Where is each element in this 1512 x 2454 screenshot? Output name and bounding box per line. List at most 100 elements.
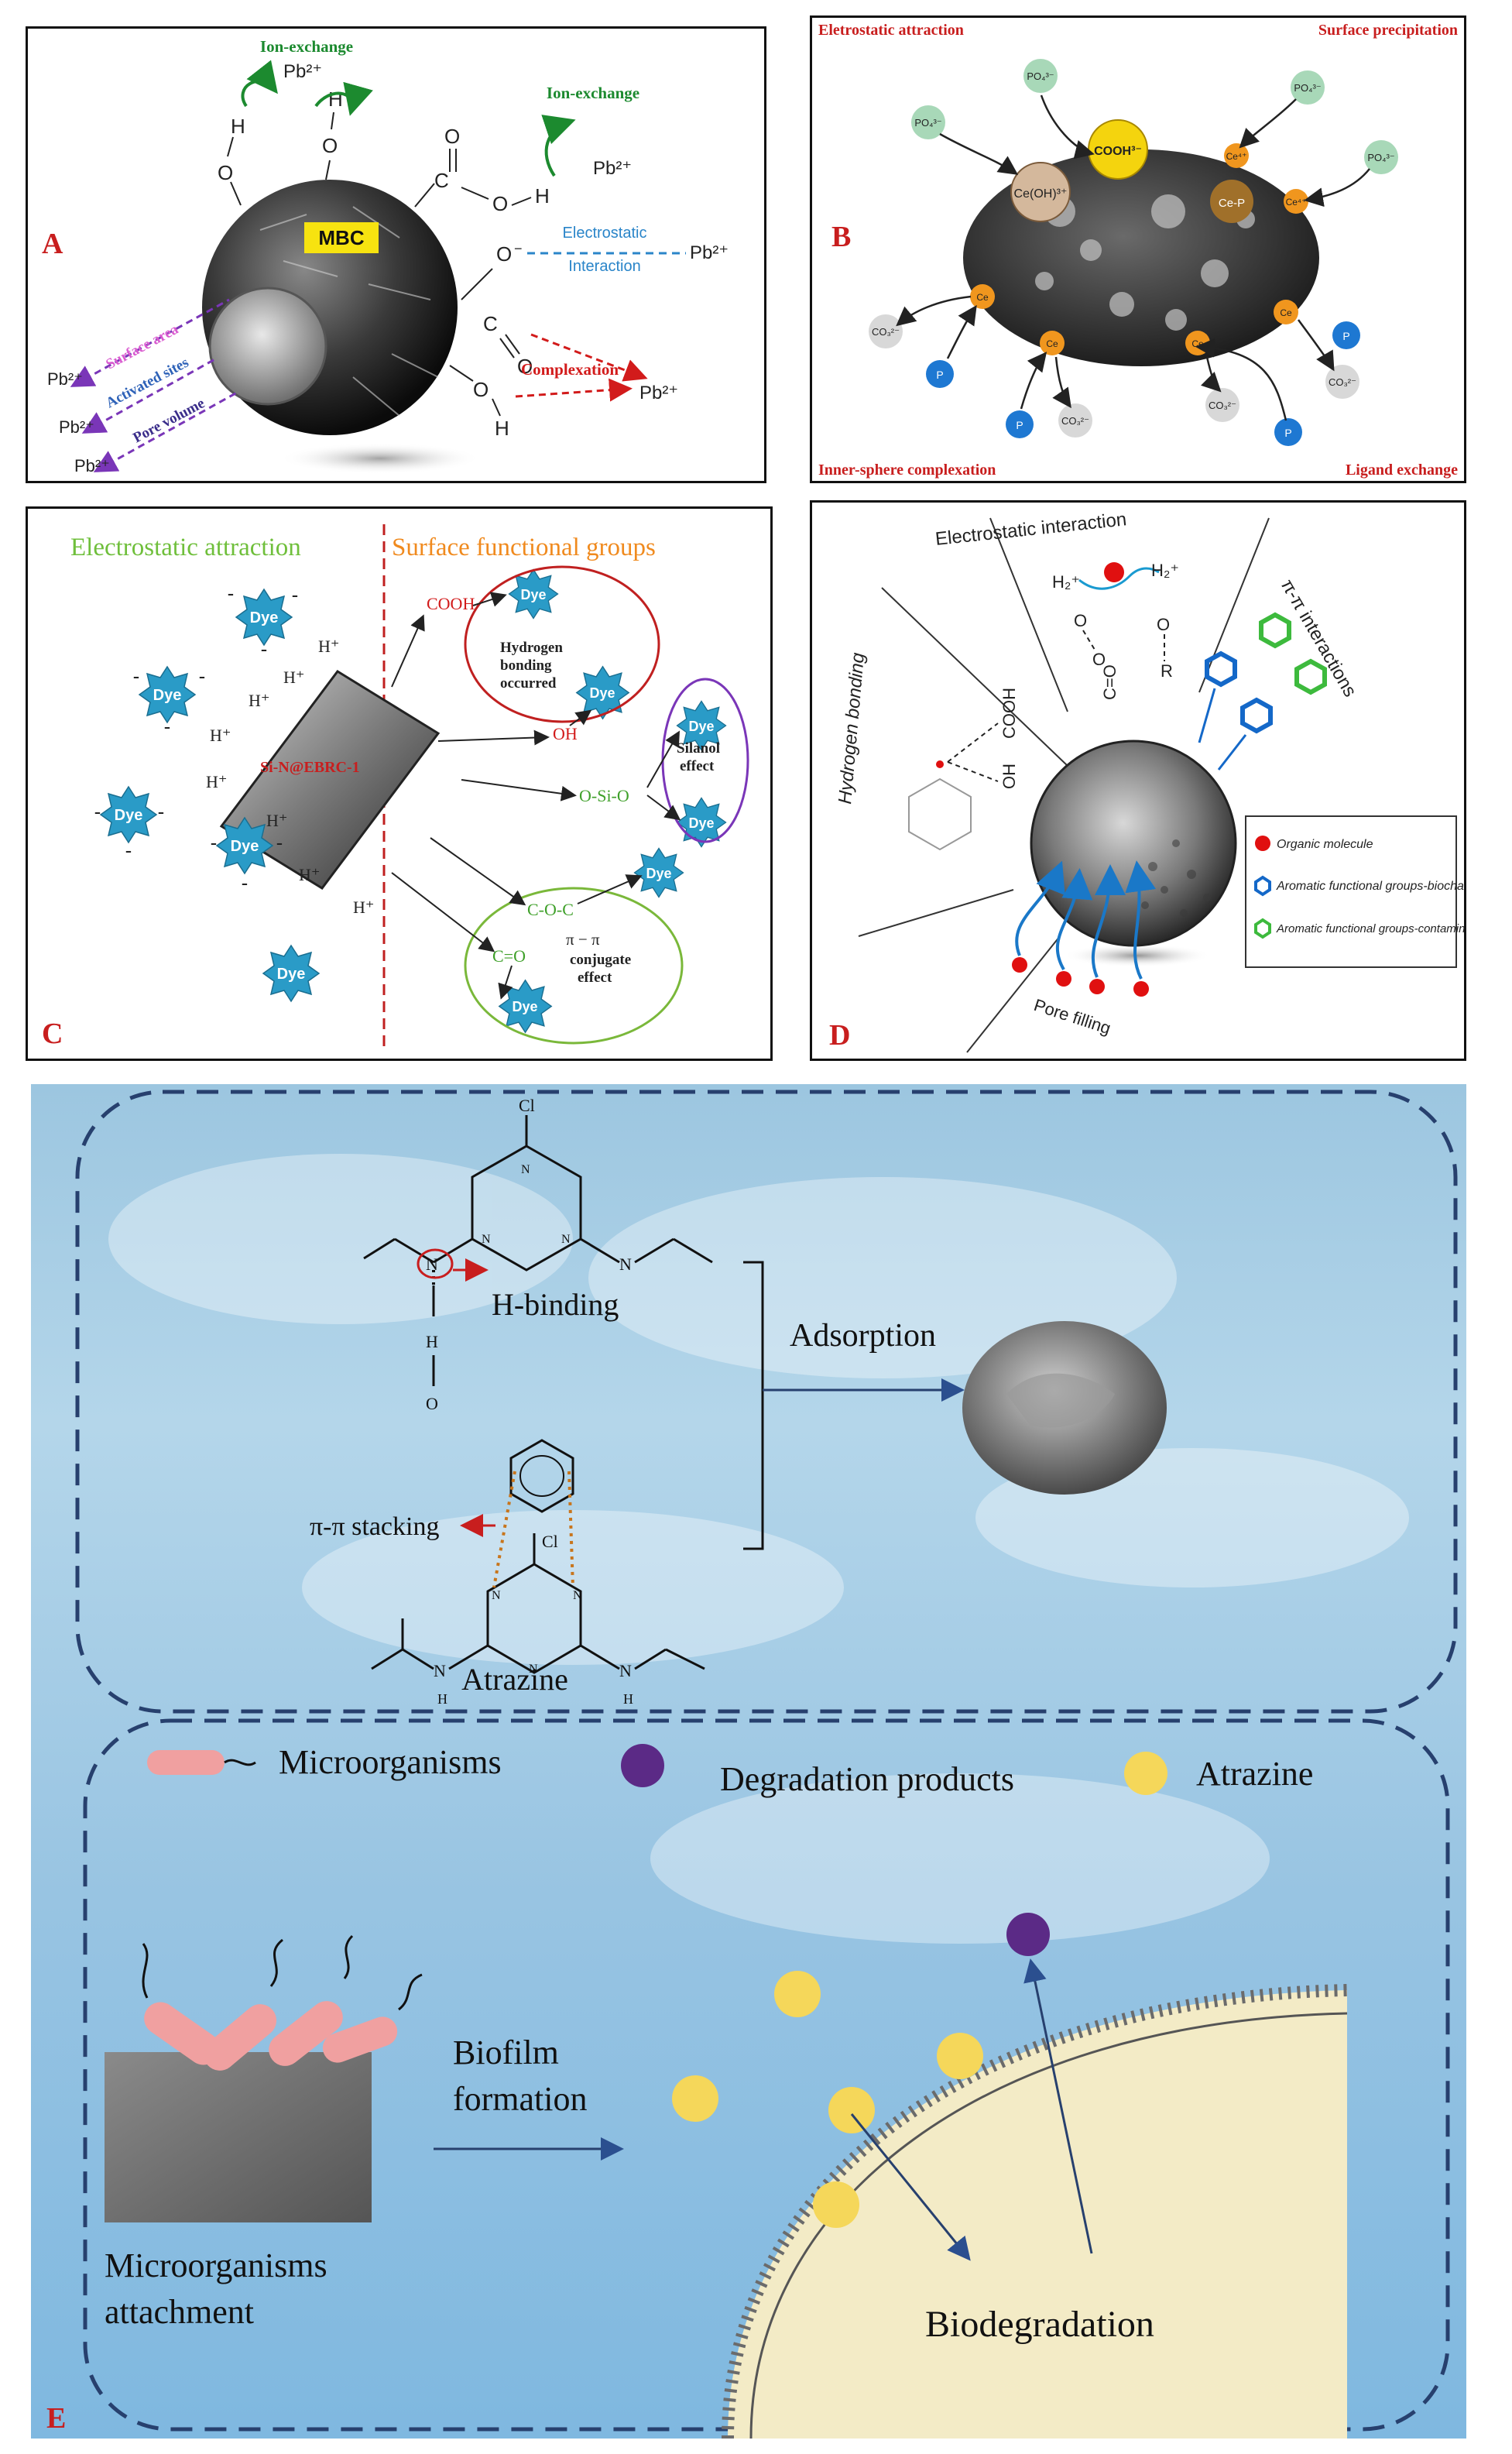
atrazine-legend: Atrazine — [1196, 1755, 1313, 1793]
minus-10: - — [211, 831, 218, 854]
hbond-text-2: bonding — [500, 657, 552, 674]
minus-9: - — [125, 839, 132, 862]
dye-10: Dye — [646, 866, 671, 881]
co-label: C=O — [1100, 664, 1119, 700]
n-amine-2: N — [619, 1254, 632, 1274]
hbond-ellipse — [464, 565, 660, 723]
h-binding-label: H-binding — [492, 1287, 619, 1322]
dye-2: Dye — [153, 687, 182, 704]
p-label-2: P — [1016, 419, 1023, 431]
atom-h-1: H — [231, 115, 245, 138]
ceoh-node — [1010, 162, 1071, 222]
co3-label-2: CO₃²⁻ — [1061, 415, 1089, 427]
atom-o-4: O — [492, 192, 508, 215]
p-label-1: P — [936, 369, 943, 381]
h2plus-1: H₂⁺ — [1052, 572, 1080, 592]
ligand-exchange-label: Ligand exchange — [1346, 462, 1458, 479]
electrostatic-attraction-label: Electrostatic attraction — [70, 534, 301, 561]
pore-volume-label: Pore volume — [130, 395, 207, 446]
co3-label-3: CO₃²⁻ — [1209, 400, 1236, 411]
panel-b: Eletrostatic attraction Surface precipit… — [810, 15, 1466, 483]
panel-a: MBC O H O H C O O H O − C O O H Io — [26, 26, 766, 483]
atom-o-2: O — [322, 134, 338, 157]
panel-a-letter: A — [42, 228, 63, 260]
atrazine-particle-2 — [937, 2033, 983, 2079]
co3-node-3 — [1205, 388, 1239, 422]
p-node-1 — [926, 360, 954, 388]
panel-a-svg: MBC O H O H C O O H O − C O O H Io — [42, 37, 729, 475]
p-node-2 — [1006, 410, 1034, 438]
hydrogen-bonding-label: Hydrogen bonding — [835, 651, 869, 805]
pb-right-1: Pb²⁺ — [593, 158, 632, 179]
po4-label-3: PO₄³⁻ — [1294, 82, 1321, 94]
h-amine-1: H — [437, 1691, 447, 1707]
hplus-3: H⁺ — [249, 691, 270, 710]
cl-1: Cl — [519, 1096, 535, 1115]
ion-exchange-label-2: Ion-exchange — [547, 84, 639, 102]
silanol-text-2: effect — [680, 758, 715, 774]
dye-3: Dye — [115, 807, 143, 824]
ce-node-2 — [1040, 331, 1065, 355]
atom-c-2: C — [483, 312, 498, 335]
n-amine-3: N — [434, 1661, 446, 1680]
cep-node — [1210, 180, 1253, 223]
legend-organic: Organic molecule — [1277, 838, 1373, 851]
hplus-7: H⁺ — [299, 865, 321, 884]
ion-exchange-arrow-1 — [241, 60, 278, 108]
biochar-link-2 — [1217, 734, 1247, 771]
mbc-label: MBC — [318, 226, 364, 249]
attachment-label-2: attachment — [105, 2293, 254, 2331]
ion-exchange-label-1: Ion-exchange — [260, 37, 353, 56]
ce-node-1 — [970, 284, 995, 309]
n-ring-2: N — [482, 1233, 491, 1246]
panel-e-svg: Cl N N N N N H O H-binding Adsorption π-… — [46, 1090, 1458, 2439]
ce4-label-2: Ce⁴⁺ — [1286, 197, 1307, 208]
pipi-text-3: effect — [578, 970, 612, 986]
pipi-text-1: π − π — [566, 930, 600, 949]
n-ring-3: N — [561, 1233, 571, 1246]
ion-exchange-arrow-3 — [541, 115, 576, 177]
minus-11: - — [276, 831, 283, 854]
activated-sites-arrow — [81, 356, 218, 434]
atom-o-2: O — [1092, 650, 1106, 669]
minus-4: - — [133, 664, 140, 688]
electrostatic-label: Electrostatic — [563, 225, 647, 242]
panel-d-svg: Electrostatic interaction H₂⁺ H₂⁺ O O C=… — [829, 509, 1464, 1053]
atom-c-1: C — [434, 169, 449, 192]
legend-biochar: Aromatic functional groups-biochar — [1276, 880, 1464, 893]
degradation-legend: Degradation products — [720, 1760, 1014, 1798]
biofilm-label-2: formation — [453, 2080, 588, 2118]
dye-6: Dye — [520, 587, 546, 602]
pb-right-3: Pb²⁺ — [639, 383, 678, 403]
phenol-oxygen — [936, 760, 944, 768]
legend-biochar-icon — [1254, 875, 1271, 897]
minus-1: - — [228, 582, 235, 605]
h2plus-2: H₂⁺ — [1151, 561, 1179, 580]
n-amine-1: N — [426, 1254, 438, 1274]
po4-label-4: PO₄³⁻ — [1367, 152, 1394, 163]
surface-area-arrow — [70, 298, 230, 387]
surface-precipitation-label: Surface precipitation — [1318, 22, 1458, 39]
atom-o-1: O — [1074, 611, 1087, 630]
osio-label: O-Si-O — [579, 786, 629, 805]
atrazine-particle-5 — [813, 2181, 859, 2228]
minus-3: - — [261, 637, 268, 661]
co3-label-4: CO₃²⁻ — [1329, 376, 1356, 388]
aromatic-biochar-1 — [1205, 650, 1237, 688]
o-atom: O — [426, 1394, 438, 1413]
dye-9: Dye — [688, 815, 714, 831]
complexation-arrow-2 — [515, 378, 633, 402]
ce4-label-1: Ce⁴⁺ — [1226, 151, 1247, 162]
minus-12: - — [242, 871, 249, 894]
sphere-shadow — [279, 443, 481, 474]
aromatic-contaminant-1 — [1259, 612, 1291, 649]
atom-o-3: O — [444, 125, 460, 148]
biofilm-label-1: Biofilm — [453, 2034, 559, 2071]
atrazine-particle-1 — [774, 1971, 821, 2017]
minus-8: - — [158, 800, 165, 823]
pb-left-3: Pb²⁺ — [74, 456, 110, 475]
p-node-3 — [1274, 418, 1302, 446]
biochar-sphere — [1030, 740, 1237, 947]
dye-7: Dye — [589, 685, 615, 701]
wavy-link — [1078, 567, 1160, 590]
